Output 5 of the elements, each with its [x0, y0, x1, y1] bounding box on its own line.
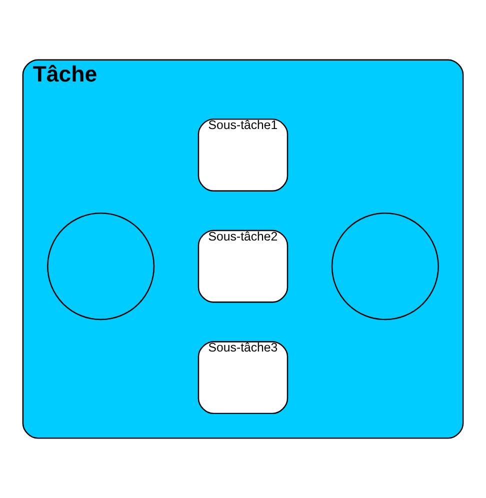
node-box: Sous-tâche3: [198, 341, 288, 414]
node-circle: [331, 212, 439, 320]
node-box: Sous-tâche1: [198, 118, 288, 192]
node-box: Sous-tâche2: [198, 230, 288, 303]
node-circle: [47, 212, 155, 320]
